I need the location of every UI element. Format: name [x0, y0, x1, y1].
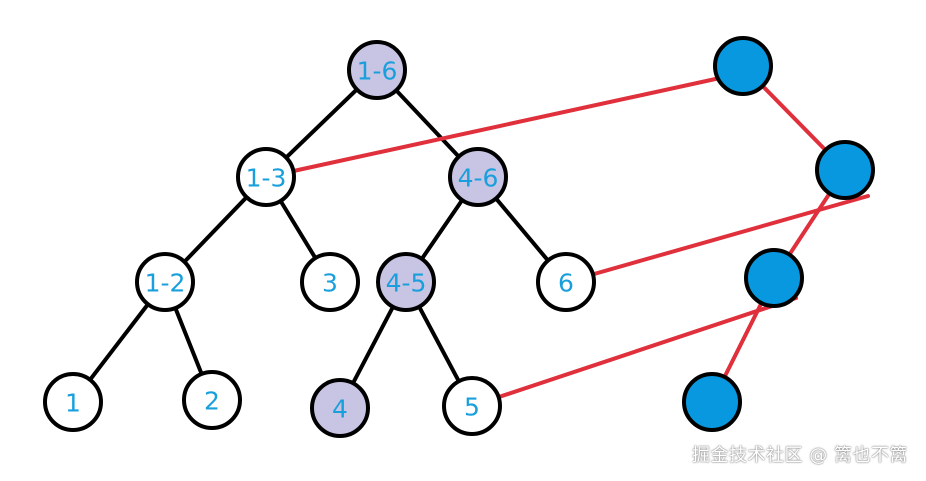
link-edge — [564, 194, 870, 284]
tree-node-label: 1-6 — [357, 57, 398, 86]
tree-node-label: 4 — [332, 395, 348, 424]
tree-node-label: 1-3 — [246, 164, 287, 193]
tree-node-circle — [347, 40, 407, 100]
tree-node-circle — [310, 378, 370, 438]
nodes: 1-6 1-3 4-6 1-2 3 4-5 6 1 2 4 5 — [43, 36, 875, 438]
tree-node-label: 5 — [464, 393, 480, 422]
tree-node-label: 2 — [204, 387, 220, 416]
link-edge — [264, 76, 722, 179]
tree-node-label: 4-6 — [458, 164, 499, 193]
tree-node-label: 1 — [65, 389, 81, 418]
tree-node: 5 — [442, 376, 502, 436]
tree-node-circle — [236, 147, 296, 207]
tree-node: 1-3 — [236, 147, 296, 207]
tree-node-circle — [135, 252, 195, 312]
tree-node: 4-6 — [448, 147, 508, 207]
chain-node — [713, 36, 773, 96]
tree-node: 4 — [310, 378, 370, 438]
link-edge — [470, 296, 798, 408]
tree-node: 1-6 — [347, 40, 407, 100]
chain-node — [744, 248, 804, 308]
tree-node-circle — [536, 252, 596, 312]
tree-node-label: 3 — [322, 269, 338, 298]
link-edges — [264, 76, 870, 408]
tree-node-circle — [442, 376, 502, 436]
tree-node: 1-2 — [135, 252, 195, 312]
tree-node: 1 — [43, 372, 103, 432]
tree-node-label: 6 — [558, 269, 574, 298]
chain-node — [815, 140, 875, 200]
tree-node: 2 — [182, 370, 242, 430]
tree-node: 6 — [536, 252, 596, 312]
tree-node-circle — [182, 370, 242, 430]
chain-node — [682, 372, 742, 432]
watermark: 掘金技术社区 @ 篱也不篱 — [692, 445, 908, 466]
tree-edges — [71, 68, 568, 410]
tree-node-label: 4-5 — [386, 269, 427, 298]
tree-node-circle — [376, 252, 436, 312]
tree-node-label: 1-2 — [145, 269, 186, 298]
tree-node-circle — [448, 147, 508, 207]
tree-node-circle — [43, 372, 103, 432]
tree-node-circle — [300, 252, 360, 312]
tree-node: 4-5 — [376, 252, 436, 312]
tree-node: 3 — [300, 252, 360, 312]
